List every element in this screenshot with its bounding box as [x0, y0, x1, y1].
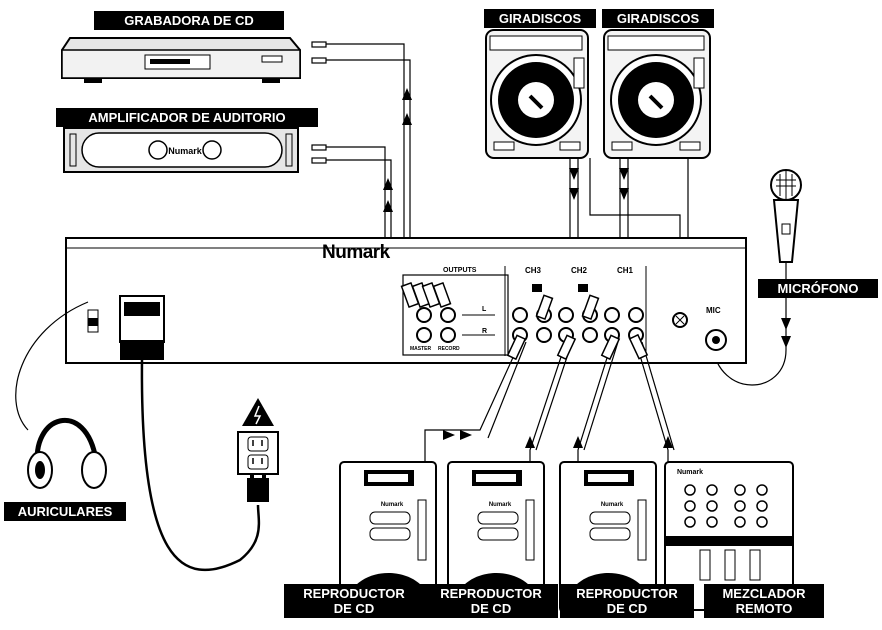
recorder-cables [311, 41, 411, 300]
cd-recorder-label: GRABADORA DE CD [94, 11, 284, 30]
turntable-label-2: GIRADISCOS [602, 9, 714, 28]
remote-mixer: Numark [664, 461, 794, 611]
headphones-label: AURICULARES [4, 502, 126, 521]
cd-player-2-label-line2: DE CD [470, 601, 512, 616]
mic-label: MIC [706, 306, 721, 315]
left-channel-label: L [482, 306, 487, 313]
cd-player-3-logo: Numark [601, 502, 624, 508]
remote-mixer-label-line1: MEZCLADOR [722, 586, 806, 601]
turntable-arrows [569, 168, 629, 200]
turntable-label-1: GIRADISCOS [484, 9, 596, 28]
wall-outlet [237, 398, 279, 475]
output-arrows [383, 88, 412, 212]
remote-mixer-label: MEZCLADOR REMOTO [704, 584, 824, 618]
cd-player-2-label-line1: REPRODUCTOR [440, 586, 542, 601]
cd-player-3-label-line2: DE CD [606, 601, 648, 616]
cd-player-3-label-line1: REPRODUCTOR [576, 586, 678, 601]
output-plugs [400, 281, 452, 309]
cd-recorder [61, 37, 301, 83]
cd-player-1-label-line1: REPRODUCTOR [303, 586, 405, 601]
microphone [770, 169, 802, 263]
input-arrows [443, 430, 673, 448]
cd-player-3-label: REPRODUCTOR DE CD [560, 584, 694, 618]
mixer-brand: Numark [322, 242, 390, 263]
cd-player-1-label: REPRODUCTOR DE CD [284, 584, 424, 618]
right-channel-label: R [482, 328, 488, 335]
ch1-label: CH1 [617, 266, 634, 275]
remote-mixer-label-line2: REMOTO [735, 601, 793, 616]
record-label: RECORD [438, 346, 460, 352]
cd-player-1-logo: Numark [381, 502, 404, 508]
outputs-label: OUTPUTS [443, 267, 477, 274]
cd-player-1: Numark [339, 461, 437, 613]
turntable-right [603, 29, 711, 159]
remote-mixer-logo: Numark [677, 469, 703, 476]
ch2-label: CH2 [571, 266, 588, 275]
amplifier-label: AMPLIFICADOR DE AUDITORIO [56, 108, 318, 127]
master-label: MASTER [410, 346, 432, 352]
microphone-arrows [781, 318, 791, 348]
headphone-cable [15, 301, 89, 431]
amplifier-logo: Numark [168, 146, 203, 156]
cd-player-1-label-line2: DE CD [333, 601, 375, 616]
amplifier: Numark [63, 127, 299, 173]
microphone-label: MICRÓFONO [758, 279, 878, 298]
cd-player-2-logo: Numark [489, 502, 512, 508]
ch3-label: CH3 [525, 266, 542, 275]
cd-player-2-label: REPRODUCTOR DE CD [424, 584, 558, 618]
turntable-left [485, 29, 589, 159]
input-cables [424, 341, 675, 462]
input-plugs [506, 294, 649, 361]
headphones [27, 417, 107, 489]
